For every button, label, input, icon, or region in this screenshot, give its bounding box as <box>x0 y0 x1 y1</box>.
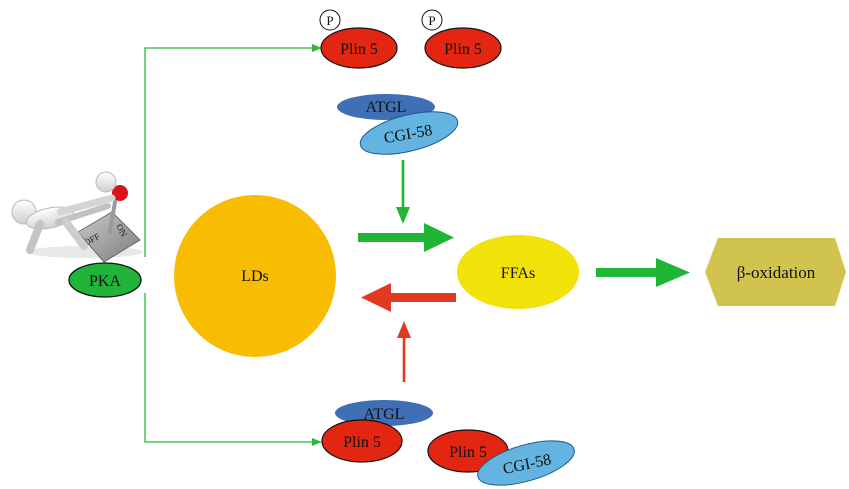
pka-node: PKA <box>68 262 142 298</box>
phospho-right-label: P <box>428 13 435 28</box>
beta-oxidation-label: β-oxidation <box>737 263 816 282</box>
bottom-connector-arrowhead <box>312 438 322 446</box>
figure-arm-upper <box>56 194 116 216</box>
figure-leg-front <box>62 218 88 250</box>
plin5-bottom-right-label: Plin 5 <box>449 444 487 461</box>
ffas-node: FFAs <box>457 235 579 309</box>
figure-leg-back <box>26 220 44 254</box>
pka-to-top-plin5-line <box>144 47 314 257</box>
beta-oxidation-node: β-oxidation <box>705 238 846 306</box>
pka-label: PKA <box>89 273 121 290</box>
lds-label: LDs <box>241 268 269 285</box>
plin5-top-right-label: Plin 5 <box>444 41 482 58</box>
ffas-to-lds-arrow <box>361 283 456 312</box>
top-connector-arrowhead <box>312 44 322 52</box>
switch-knob <box>112 185 128 201</box>
atgl-top-label: ATGL <box>366 99 407 116</box>
plin5-top-left-label: Plin 5 <box>340 41 378 58</box>
phospho-right-badge: P <box>421 9 443 31</box>
figure-head-2 <box>95 171 117 193</box>
pka-connector <box>144 44 322 446</box>
plin5-bottom-left-label: Plin 5 <box>343 434 381 451</box>
switch-plate <box>77 211 141 263</box>
ffas-label: FFAs <box>501 265 535 282</box>
activation-arrow-down <box>396 160 410 224</box>
pka-to-bottom-plin5-line <box>144 293 314 443</box>
plin5-top-right-node: Plin 5 <box>424 27 502 69</box>
atgl-bottom-label: ATGL <box>364 406 405 423</box>
plin5-bottom-left-node: Plin 5 <box>321 419 403 463</box>
lds-node: LDs <box>174 195 336 357</box>
lds-to-ffas-arrow <box>358 223 454 252</box>
ffas-to-beta-oxidation-arrow <box>596 258 690 287</box>
cgi58-top-node: CGI-58 <box>359 111 459 155</box>
cgi58-bottom-node: CGI-58 <box>477 440 575 486</box>
phospho-left-badge: P <box>319 9 341 31</box>
plin5-top-left-node: Plin 5 <box>320 27 398 69</box>
switch-figure-icon: OFF ON <box>11 171 143 263</box>
phospho-left-label: P <box>326 13 333 28</box>
inhibition-arrow-up <box>397 321 411 382</box>
switch-lever <box>108 194 118 234</box>
atgl-top-node: ATGL <box>337 94 435 120</box>
